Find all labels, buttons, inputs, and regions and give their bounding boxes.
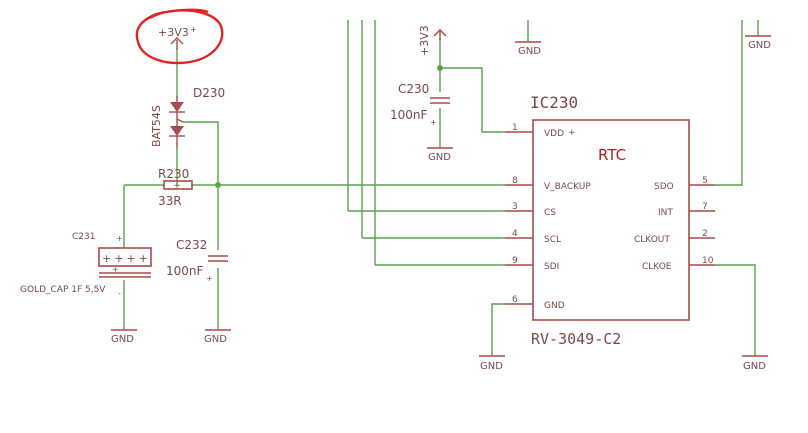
- pin-3-number: 3: [512, 202, 518, 212]
- c232-plus: +: [206, 274, 213, 283]
- c232-value-label: 100nF: [166, 264, 204, 278]
- pin-5-name: SDO: [654, 182, 674, 192]
- diode-ref-label: D230: [193, 86, 225, 100]
- pin-10-number: 10: [702, 256, 714, 266]
- pin-6-name: GND: [544, 301, 565, 311]
- ic230-rtc: IC230 RTC RV-3049-C2 1 VDD + 8 V_BACKUP …: [505, 93, 715, 348]
- capacitor-c232: C232 100nF +: [166, 238, 228, 283]
- pin-4-number: 4: [512, 229, 518, 239]
- supply-ic-label: +3V3: [418, 25, 431, 56]
- ic-ref-label: IC230: [530, 93, 578, 112]
- pin-3-name: CS: [544, 208, 556, 218]
- c230-value-label: 100nF: [390, 108, 428, 122]
- c230-plus: +: [430, 118, 437, 127]
- pin-7-number: 7: [702, 202, 708, 212]
- supercap-value-label: GOLD_CAP 1F 5,5V: [20, 285, 106, 295]
- resistor-r230: + R230 33R: [158, 167, 193, 208]
- pin-8-name: V_BACKUP: [544, 182, 591, 192]
- gnd-symbols: GND GND GND GND GND GND GND: [111, 35, 771, 372]
- gnd-label-clkoe: GND: [743, 361, 766, 372]
- ic-part-label: RV-3049-C2: [531, 330, 621, 348]
- pin-2-number: 2: [702, 229, 708, 239]
- pin-10-name: CLKOE: [642, 262, 672, 272]
- diode-value-label: BAT54S: [150, 105, 163, 147]
- c232-ref-label: C232: [176, 238, 207, 252]
- pin-8-number: 8: [512, 176, 518, 186]
- gnd-label-c231: GND: [111, 334, 134, 345]
- svg-text:++++: ++++: [102, 252, 151, 265]
- pin-5-number: 5: [702, 176, 708, 186]
- svg-text:-: -: [118, 289, 121, 298]
- pin-7-name: INT: [658, 208, 673, 218]
- pin-9-name: SDI: [544, 262, 559, 272]
- gnd-label-top-2: GND: [748, 40, 771, 51]
- svg-text:+: +: [173, 181, 181, 191]
- red-circle-annotation: [135, 8, 224, 65]
- svg-text:+: +: [116, 234, 123, 243]
- pin-6-number: 6: [512, 295, 518, 305]
- diode-d230: D230 BAT54S: [150, 86, 225, 148]
- supercap-ref-label: C231: [72, 232, 95, 242]
- resistor-ref-label: R230: [158, 167, 189, 181]
- supply-3v3-ic-symbol: +3V3: [418, 25, 447, 56]
- supply-3v3-symbol: +3V3 +: [158, 25, 197, 50]
- pin-1-number: 1: [512, 123, 518, 133]
- pin-1-name: VDD: [544, 129, 564, 139]
- pin-1-plus: +: [568, 128, 576, 138]
- supercap-c231: ++++ + + - C231 GOLD_CAP 1F 5,5V: [20, 232, 152, 298]
- gnd-label-ic: GND: [480, 361, 503, 372]
- pin-9-number: 9: [512, 256, 518, 266]
- gnd-label-top-1: GND: [518, 46, 541, 57]
- resistor-value-label: 33R: [158, 194, 182, 208]
- ic-body: [532, 119, 690, 321]
- ic-title: RTC: [598, 146, 626, 164]
- pin-4-name: SCL: [544, 235, 561, 245]
- supply-3v3-label: +3V3: [158, 26, 189, 39]
- gnd-label-c232: GND: [204, 334, 227, 345]
- wire-network: [123, 20, 759, 356]
- capacitor-c230: C230 100nF +: [390, 82, 450, 127]
- c230-ref-label: C230: [398, 82, 429, 96]
- gnd-label-c230: GND: [428, 152, 451, 163]
- supply-3v3-plus: +: [190, 25, 197, 34]
- pin-2-name: CLKOUT: [634, 235, 670, 245]
- svg-text:+: +: [112, 265, 119, 274]
